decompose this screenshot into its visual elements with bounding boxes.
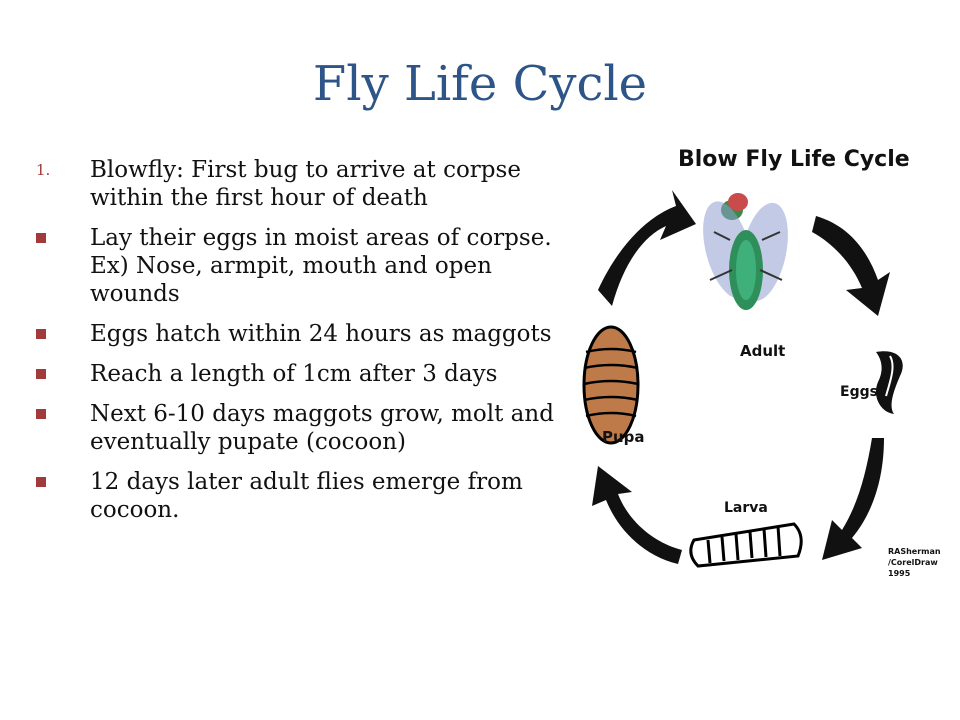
bullet-text: 12 days later adult flies emerge from co… (90, 469, 523, 523)
bullet-item: Eggs hatch within 24 hours as maggots (36, 320, 556, 348)
square-bullet-icon (36, 233, 46, 243)
bullet-text: Next 6-10 days maggots grow, molt and ev… (90, 401, 554, 455)
bullet-item: 12 days later adult flies emerge from co… (36, 468, 556, 524)
square-bullet-icon (36, 409, 46, 419)
list-number: 1. (36, 161, 51, 179)
bullet-text: Reach a length of 1cm after 3 days (90, 361, 498, 387)
diagram-title: Blow Fly Life Cycle (678, 147, 910, 172)
stage-label-eggs: Eggs (840, 384, 878, 400)
square-bullet-icon (36, 329, 46, 339)
fly-illustration (703, 193, 788, 310)
cycle-arrow-larva-to-pupa (592, 466, 682, 564)
bullet-list: 1. Blowfly: First bug to arrive at corps… (36, 156, 556, 536)
slide-title: Fly Life Cycle (312, 56, 648, 112)
square-bullet-icon (36, 477, 46, 487)
bullet-item: Next 6-10 days maggots grow, molt and ev… (36, 400, 556, 456)
cycle-arrow-eggs-to-larva (822, 438, 884, 560)
pupa-illustration (582, 325, 640, 445)
bullet-item: Reach a length of 1cm after 3 days (36, 360, 556, 388)
bullet-item: 1. Blowfly: First bug to arrive at corps… (36, 156, 556, 212)
eggs-illustration (875, 351, 903, 414)
cycle-arrow-pupa-to-adult (598, 190, 696, 306)
bullet-text: Blowfly: First bug to arrive at corpse w… (90, 157, 521, 211)
bullet-item: Lay their eggs in moist areas of corpse.… (36, 224, 556, 308)
life-cycle-diagram: Blow Fly Life Cycle Adult Eggs Pupa Larv… (582, 147, 941, 578)
larva-illustration (689, 522, 803, 568)
bullet-text: Lay their eggs in moist areas of corpse.… (90, 225, 552, 307)
stage-label-adult: Adult (740, 342, 785, 360)
cycle-arrow-adult-to-eggs (812, 216, 890, 316)
bullet-text: Eggs hatch within 24 hours as maggots (90, 321, 552, 347)
credit-line: 1995 (888, 569, 911, 578)
credit-line: RASherman (888, 547, 941, 556)
credit-line: /CorelDraw (888, 558, 938, 567)
stage-label-larva: Larva (724, 500, 768, 516)
stage-label-pupa: Pupa (602, 428, 645, 446)
square-bullet-icon (36, 369, 46, 379)
